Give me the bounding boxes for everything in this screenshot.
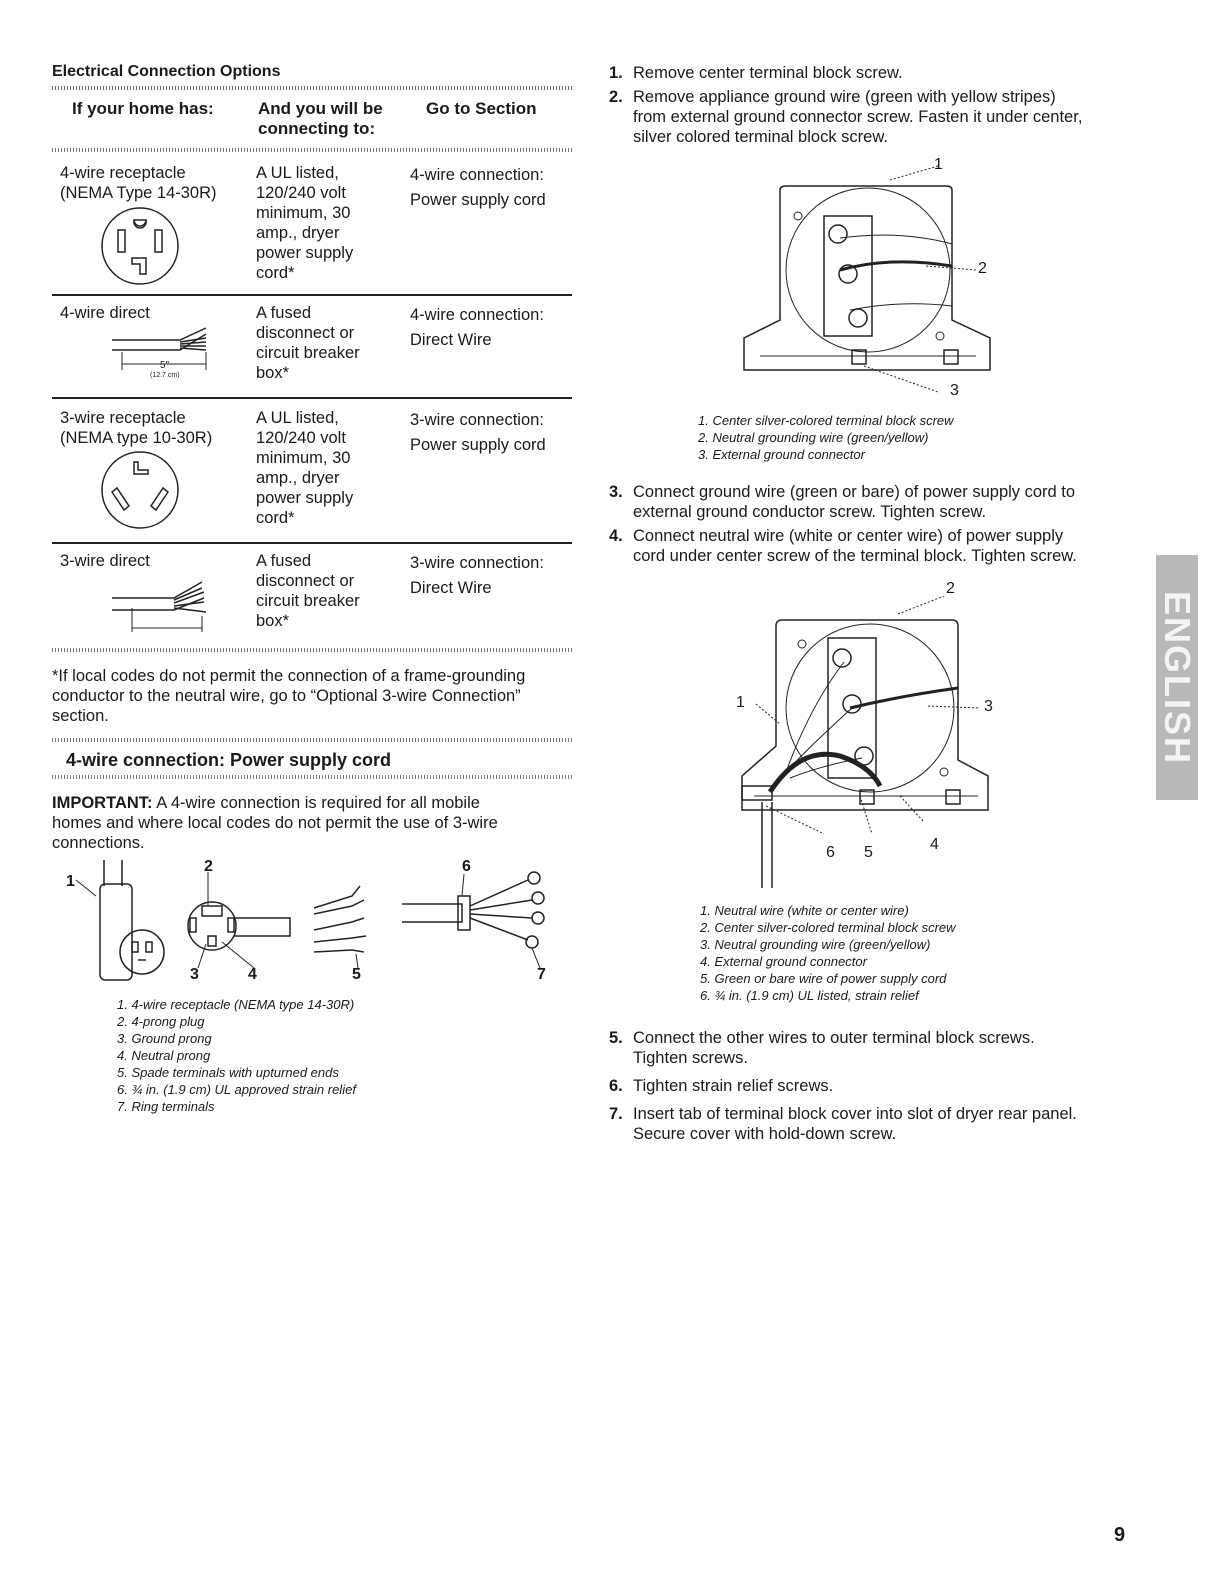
table-row-4-home: 3-wire direct [60,552,150,570]
terminal-block-figure-1 [743,165,991,393]
table-header-section: Go to Section [426,99,537,118]
fig2-callout-1: 1 [736,694,745,711]
table-row-3-connect: A UL listed, 120/240 volt minimum, 30 am… [256,409,354,527]
section-title: Electrical Connection Options [52,63,281,80]
three-wire-direct-icon [112,581,207,632]
terminal-block-figure-2 [741,596,989,888]
dimension-label: 5" [160,360,170,371]
step-1: 1.Remove center terminal block screw. [609,64,903,82]
figure-callout-1: 1 [66,873,75,890]
step-6: 6.Tighten strain relief screws. [609,1077,834,1095]
table-row-4-connect: A fused disconnect or circuit breaker bo… [256,552,360,630]
receptacle-14-30r-icon [101,207,179,285]
steps-group-a: 1.Remove center terminal block screw. 2.… [609,63,1082,147]
fig2-callout-4: 4 [930,836,939,853]
page-number: 9 [1114,1524,1126,1546]
figure-callout-7: 7 [537,966,546,983]
table-header-home: If your home has: [72,99,214,118]
table-row-4-section: 3-wire connection: Direct Wire [410,554,544,597]
side-tab-label: ENGLISH [1157,590,1198,765]
fig2-callout-3: 3 [984,698,993,715]
table-row-2-connect: A fused disconnect or circuit breaker bo… [256,304,360,382]
table-header-connect: And you will be connecting to: [258,99,383,138]
dimension-sublabel: (12.7 cm) [150,372,180,379]
subsection-title: 4-wire connection: Power supply cord [66,750,392,770]
row-divider [52,397,572,399]
table-row-2-home: 4-wire direct [60,304,150,322]
fig2-callout-2: 2 [946,580,955,597]
step-4: 4.Connect neutral wire (white or center … [609,527,1077,565]
receptacle-10-30r-icon [101,451,179,529]
important-note: IMPORTANT: A 4-wire connection is requir… [52,794,498,852]
figure-callout-2: 2 [204,858,213,875]
figure-callout-5: 5 [352,966,361,983]
four-wire-cord-figure [75,860,545,981]
figure-captions-fig2: 1. Neutral wire (white or center wire) 2… [700,903,956,1003]
table-row-1-connect: A UL listed, 120/240 volt minimum, 30 am… [256,164,354,282]
hatch-divider [52,648,572,652]
fig2-callout-6: 6 [826,844,835,861]
table-row-1-section: 4-wire connection: Power supply cord [410,166,546,209]
table-row-3-home: 3-wire receptacle (NEMA type 10-30R) [60,409,213,447]
hatch-divider [52,148,572,152]
step-5: 5.Connect the other wires to outer termi… [609,1029,1035,1067]
figure-callout-3: 3 [190,966,199,983]
table-row-3-section: 3-wire connection: Power supply cord [410,411,546,454]
hatch-divider [52,775,572,779]
steps-group-b: 3.Connect ground wire (green or bare) of… [609,482,1077,566]
table-row-2-section: 4-wire connection: Direct Wire [410,306,544,349]
table-row-1-home: 4-wire receptacle (NEMA Type 14-30R) [60,164,217,202]
hatch-divider [52,738,572,742]
fig2-callout-5: 5 [864,844,873,861]
figure-captions-fig1: 1. Center silver-colored terminal block … [698,413,954,462]
figure-captions-left: 1. 4-wire receptacle (NEMA type 14-30R) … [117,997,356,1114]
hatch-divider [52,86,572,90]
step-2: 2.Remove appliance ground wire (green wi… [609,88,1083,146]
four-wire-direct-icon [112,327,207,370]
row-divider [52,294,572,296]
fig1-callout-1: 1 [934,156,943,173]
step-3: 3.Connect ground wire (green or bare) of… [609,483,1076,521]
step-7: 7.Insert tab of terminal block cover int… [609,1105,1077,1143]
steps-group-c: 5.Connect the other wires to outer termi… [609,1028,1077,1144]
figure-callout-4: 4 [248,966,257,983]
footnote: *If local codes do not permit the connec… [52,667,526,725]
language-side-tab: ENGLISH [1156,555,1198,800]
row-divider [52,542,572,544]
fig1-callout-3: 3 [950,382,959,399]
figure-callout-6: 6 [462,858,471,875]
fig1-callout-2: 2 [978,260,987,277]
